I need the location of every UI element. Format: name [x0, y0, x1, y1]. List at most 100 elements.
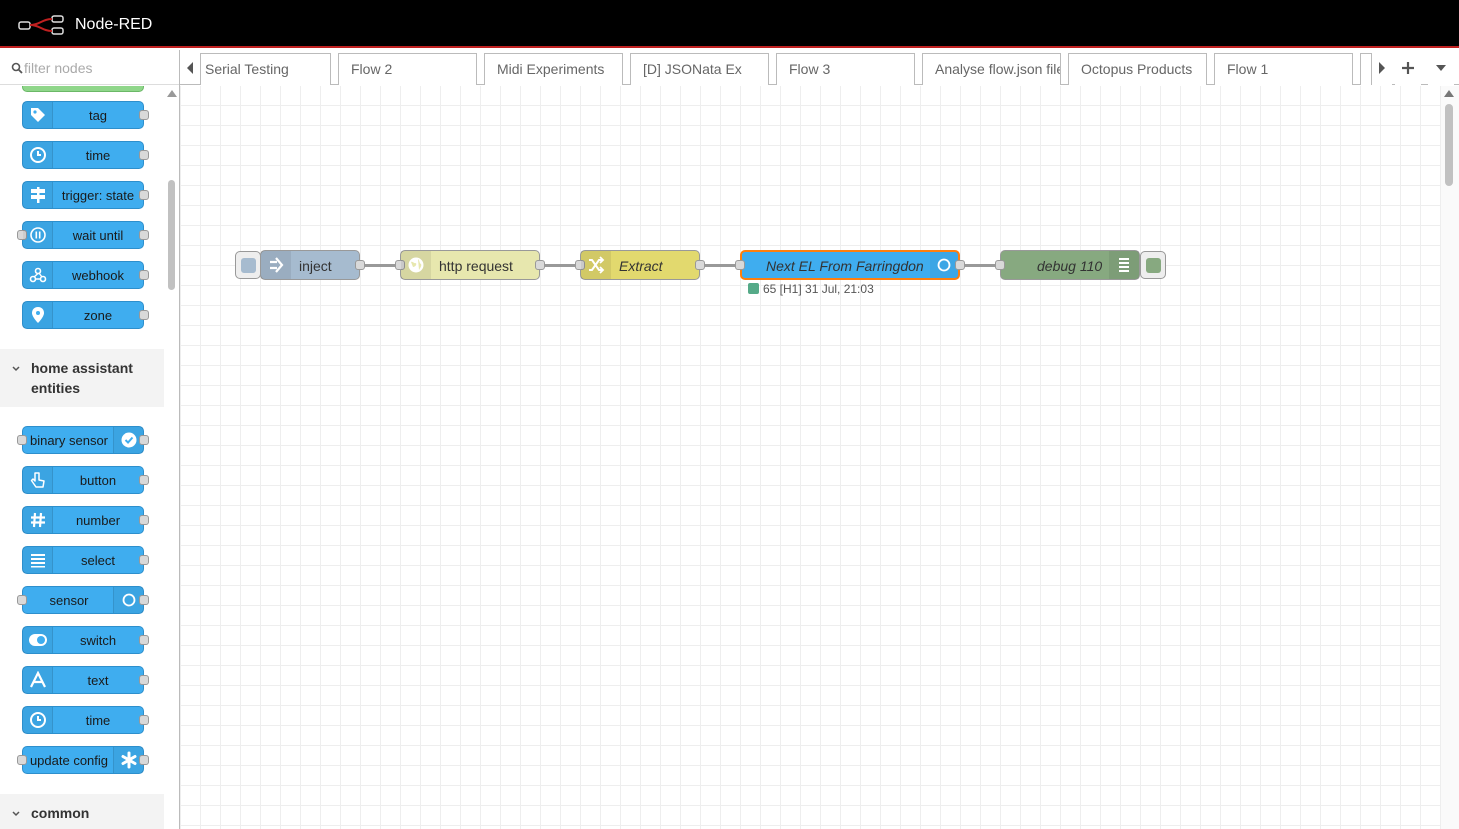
canvas-vertical-scrollbar[interactable]: [1441, 86, 1459, 829]
input-port[interactable]: [17, 595, 27, 605]
palette-node-number[interactable]: number: [22, 506, 149, 534]
output-port[interactable]: [139, 595, 149, 605]
tab-jsonata-ex[interactable]: [D] JSONata Ex: [630, 53, 769, 85]
output-port[interactable]: [535, 260, 545, 270]
output-port[interactable]: [139, 270, 149, 280]
palette-node-text[interactable]: text: [22, 666, 149, 694]
input-port[interactable]: [17, 755, 27, 765]
wire[interactable]: [960, 264, 1000, 267]
input-port[interactable]: [17, 230, 27, 240]
workspace-tab-bar: Serial Testing Flow 2 Midi Experiments […: [180, 50, 1459, 85]
palette-scrollbar-thumb[interactable]: [168, 180, 175, 290]
category-home-assistant-entities[interactable]: home assistant entities: [0, 349, 164, 407]
output-port[interactable]: [139, 755, 149, 765]
output-port[interactable]: [139, 635, 149, 645]
palette-node-zone[interactable]: zone: [22, 301, 149, 329]
chevron-down-icon: [12, 811, 20, 817]
palette-node-label: sensor: [49, 593, 89, 608]
status-indicator-dot: [748, 283, 759, 294]
output-port[interactable]: [695, 260, 705, 270]
palette-node-partial[interactable]: [22, 86, 144, 92]
output-port[interactable]: [139, 555, 149, 565]
output-port[interactable]: [139, 230, 149, 240]
input-port[interactable]: [735, 260, 745, 270]
category-label: common: [31, 805, 90, 821]
tab-analyse-flow-json[interactable]: Analyse flow.json file: [922, 53, 1061, 85]
output-port[interactable]: [139, 150, 149, 160]
palette-node-label: number: [75, 513, 121, 528]
palette-scroll-area[interactable]: tag time trigger: state wait until: [0, 86, 179, 829]
node-label: Next EL From Farringdon: [766, 258, 924, 274]
tab-octopus-products[interactable]: Octopus Products: [1068, 53, 1207, 85]
input-port[interactable]: [17, 435, 27, 445]
output-port[interactable]: [139, 675, 149, 685]
node-label: http request: [439, 258, 513, 274]
flow-node-inject[interactable]: inject: [260, 250, 365, 280]
palette-node-webhook[interactable]: webhook: [22, 261, 149, 289]
input-port[interactable]: [575, 260, 585, 270]
palette-node-label: text: [87, 673, 109, 688]
scroll-up-arrow-icon[interactable]: [167, 90, 177, 97]
palette-node-update-config[interactable]: update config: [17, 746, 149, 774]
palette-node-label: binary sensor: [29, 433, 109, 448]
flow-node-extract[interactable]: Extract: [575, 250, 705, 280]
palette-node-label: time: [85, 148, 111, 163]
tab-serial-testing[interactable]: Serial Testing: [200, 53, 331, 85]
canvas-scrollbar-thumb[interactable]: [1445, 104, 1453, 186]
search-icon: [11, 62, 23, 74]
hand-pointer-icon: [23, 467, 53, 493]
add-flow-button[interactable]: [1395, 50, 1421, 85]
tab-flow-1[interactable]: Flow 1: [1214, 53, 1353, 85]
flow-canvas[interactable]: inject http request Extract Next EL From…: [180, 86, 1441, 829]
palette-node-binary-sensor[interactable]: binary sensor: [17, 426, 149, 454]
palette-node-tag[interactable]: tag: [22, 101, 149, 129]
signpost-icon: [23, 182, 53, 208]
wire[interactable]: [540, 264, 580, 267]
pause-icon: [23, 222, 53, 248]
palette-node-select[interactable]: select: [22, 546, 149, 574]
wire[interactable]: [700, 264, 740, 267]
input-port[interactable]: [995, 260, 1005, 270]
list-icon: [23, 547, 53, 573]
palette-node-trigger-state[interactable]: trigger: state: [22, 181, 149, 209]
inject-trigger-button[interactable]: [235, 251, 261, 279]
flow-node-debug[interactable]: debug 110: [995, 250, 1140, 280]
output-port[interactable]: [139, 475, 149, 485]
debug-list-icon: [1109, 251, 1139, 279]
debug-toggle-button[interactable]: [1140, 251, 1166, 279]
output-port[interactable]: [139, 110, 149, 120]
scroll-tabs-left-button[interactable]: [180, 50, 200, 85]
circle-icon: [113, 587, 143, 613]
palette-node-button[interactable]: button: [22, 466, 149, 494]
palette-node-switch[interactable]: switch: [22, 626, 149, 654]
output-port[interactable]: [139, 310, 149, 320]
output-port[interactable]: [139, 515, 149, 525]
map-marker-icon: [23, 302, 53, 328]
scroll-tabs-right-button[interactable]: [1372, 50, 1392, 85]
list-flows-button[interactable]: [1428, 50, 1454, 85]
wire[interactable]: [360, 264, 400, 267]
tab-midi-experiments[interactable]: Midi Experiments: [484, 53, 623, 85]
node-label: inject: [299, 258, 332, 274]
node-status-text: 65 [H1] 31 Jul, 21:03: [763, 282, 874, 296]
scroll-up-arrow-icon[interactable]: [1444, 90, 1454, 97]
tab-partial[interactable]: [1360, 53, 1372, 85]
flow-node-next-el-from-farringdon[interactable]: Next EL From Farringdon: [735, 250, 965, 280]
output-port[interactable]: [955, 260, 965, 270]
tab-flow-2[interactable]: Flow 2: [338, 53, 477, 85]
output-port[interactable]: [139, 715, 149, 725]
category-common[interactable]: common: [0, 794, 164, 829]
palette-node-wait-until[interactable]: wait until: [17, 221, 149, 249]
palette-scrollbar[interactable]: [166, 86, 179, 829]
input-port[interactable]: [395, 260, 405, 270]
filter-nodes-input[interactable]: [24, 58, 174, 78]
output-port[interactable]: [355, 260, 365, 270]
output-port[interactable]: [139, 435, 149, 445]
tab-flow-3[interactable]: Flow 3: [776, 53, 915, 85]
palette-node-time[interactable]: time: [22, 141, 149, 169]
palette-node-sensor[interactable]: sensor: [17, 586, 149, 614]
palette-node-time-entity[interactable]: time: [22, 706, 149, 734]
flow-node-http-request[interactable]: http request: [395, 250, 545, 280]
clock-icon: [23, 707, 53, 733]
output-port[interactable]: [139, 190, 149, 200]
